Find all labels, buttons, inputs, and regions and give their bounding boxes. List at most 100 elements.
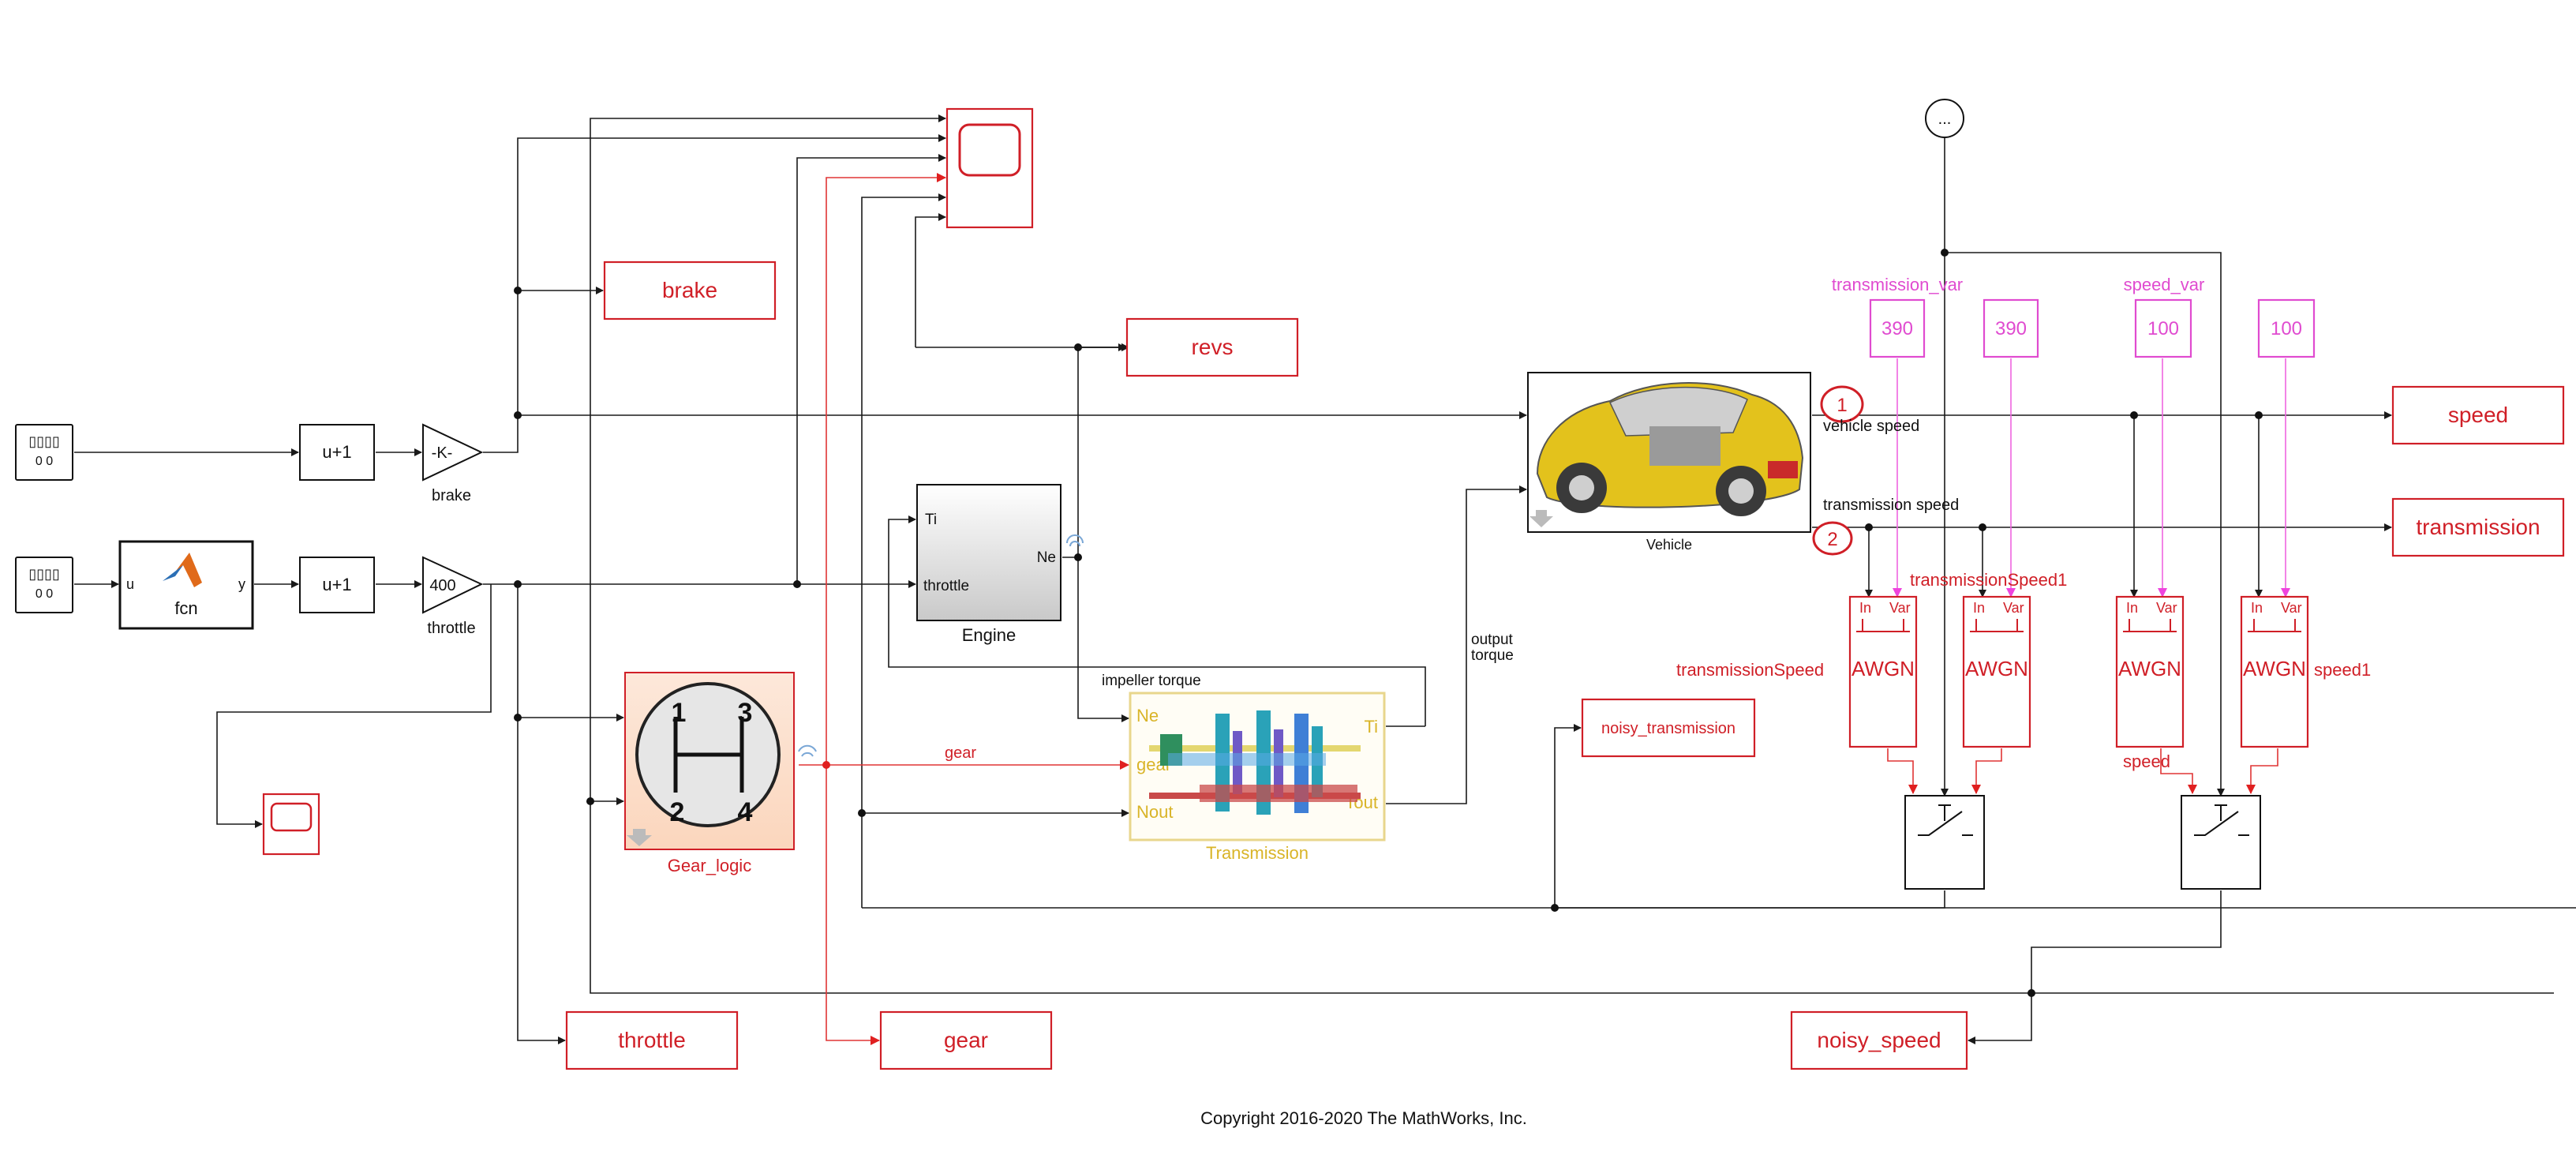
throttle-gain-label: throttle [427,620,475,637]
junction-dots [514,249,2263,997]
outport-2-number: 2 [1827,529,1837,550]
brake-gain-label: brake [432,487,471,504]
goto-noisy-speed-label: noisy_speed [1817,1028,1941,1052]
fcn-output-port: y [238,576,245,592]
constant-3-value: 100 [2147,318,2179,339]
signal-builder-2[interactable]: ▯▯▯▯ 0 0 [15,557,73,613]
gear-signal-lines [799,173,1129,1045]
variance-lines [1893,358,2290,598]
signal-label-transmissionSpeed: transmissionSpeed [1676,660,1824,680]
throttle-gain[interactable]: 400 throttle [422,556,484,637]
bias-block-2[interactable]: u+1 [299,557,375,613]
constant-speed-var-2[interactable]: 100 [2257,298,2316,358]
goto-noisy-transmission[interactable]: noisy_transmission [1581,698,1756,758]
goto-gear[interactable]: gear [879,1010,1053,1070]
fcn-block[interactable]: u y fcn [118,540,254,630]
bias-block-1[interactable]: u+1 [299,424,375,481]
engine-port-ti: Ti [925,512,937,528]
transmission-port-ne: Ne [1136,706,1159,725]
awgn-1-port-in: In [1859,600,1871,616]
main-scope[interactable] [945,107,1034,229]
signal-label-output-torque-2: torque [1471,647,1514,664]
constant-transmission-var-label: transmission_var [1832,275,1963,294]
shift-gear-4: 4 [738,797,753,827]
awgn-4-port-var: Var [2281,600,2302,616]
signal-builder-1-sub: 0 0 [36,455,53,468]
constant-transmission-var-2[interactable]: 390 [1983,298,2039,358]
transmission-port-ti: Ti [1364,717,1378,737]
awgn-4-label: AWGN [2243,657,2306,680]
vehicle-subsystem[interactable]: Vehicle [1527,372,1811,553]
constant-2-value: 390 [1995,318,2027,339]
goto-noisy-speed[interactable]: noisy_speed [1790,1010,1968,1070]
goto-transmission-label: transmission [2416,515,2540,539]
awgn-block-3[interactable]: In Var AWGN [2115,595,2185,748]
engine-subsystem[interactable]: Ti throttle Ne Engine [916,484,1061,645]
merge-block[interactable]: ... [1925,99,1964,138]
engine-port-ne: Ne [1037,549,1056,566]
shift-gear-1: 1 [672,698,687,728]
engine-port-throttle: throttle [923,578,969,594]
car-cutaway-image [1536,382,1804,516]
signal-builder-2-icon: ▯▯▯▯ [28,566,60,582]
brake-gain-value: -K- [432,444,453,462]
signal-builder-1-icon: ▯▯▯▯ [28,433,60,449]
signal-label-speed: speed [2123,752,2170,771]
awgn-block-4[interactable]: In Var AWGN [2240,595,2309,748]
transmission-port-nout: Nout [1136,802,1173,822]
transmission-label: Transmission [1206,843,1309,863]
bias-block-2-text: u+1 [322,575,351,594]
goto-revs[interactable]: revs [1125,317,1299,377]
goto-noisy-transmission-label: noisy_transmission [1601,720,1735,737]
gear-logic-subsystem[interactable]: 1 3 2 4 Gear_logic [624,672,795,875]
awgn-output-lines [1887,748,2278,794]
constant-speed-var-1[interactable]: 100 [2134,298,2192,358]
switch-1-icon [1918,804,1973,836]
gear-logic-wifi-icon [798,744,817,757]
outport-1[interactable]: 1 [1820,385,1864,423]
multiport-switch-1[interactable] [1904,795,1985,890]
copyright-text: Copyright 2016-2020 The MathWorks, Inc. [1200,1108,1527,1128]
brake-gain[interactable]: -K- brake [422,423,484,504]
goto-transmission[interactable]: transmission [2391,497,2565,557]
outport-2[interactable]: 2 [1812,521,1853,556]
signal-label-transmission-speed: transmission speed [1823,497,1959,514]
engine-label: Engine [962,625,1017,645]
awgn-4-port-in: In [2251,600,2263,616]
transmission-subsystem[interactable]: Ne gear Nout Ti Tout Transmission [1129,692,1386,863]
awgn-1-port-var: Var [1889,600,1911,616]
merge-block-label: ... [1938,111,1952,128]
vehicle-label: Vehicle [1646,537,1692,553]
goto-throttle-label: throttle [618,1028,686,1052]
awgn-3-port-in: In [2126,600,2138,616]
outport-1-number: 1 [1837,395,1847,416]
goto-brake[interactable]: brake [603,261,777,320]
goto-throttle[interactable]: throttle [565,1010,739,1070]
signal-label-gear: gear [945,744,976,762]
awgn-1-label: AWGN [1852,657,1915,680]
awgn-block-2[interactable]: In Var AWGN [1962,595,2031,748]
awgn-2-label: AWGN [1965,657,2028,680]
goto-revs-label: revs [1192,335,1234,359]
vehicle-down-arrow-icon [1530,510,1553,527]
constant-transmission-var-1[interactable]: 390 [1869,298,1926,358]
shift-gear-2: 2 [670,797,685,827]
throttle-scope[interactable] [262,793,320,856]
awgn-3-port-var: Var [2156,600,2177,616]
throttle-gain-value: 400 [429,577,455,594]
signal-builder-1[interactable]: ▯▯▯▯ 0 0 [15,424,73,481]
goto-speed[interactable]: speed [2391,385,2565,445]
signal-builder-2-sub: 0 0 [36,587,53,601]
fcn-label: fcn [174,598,197,618]
shift-gear-3: 3 [738,698,753,728]
engine-wifi-icon [1066,534,1084,547]
awgn-3-label: AWGN [2118,657,2181,680]
goto-speed-label: speed [2448,403,2508,427]
signal-label-speed1: speed1 [2314,660,2371,680]
multiport-switch-2[interactable] [2181,795,2261,890]
goto-gear-label: gear [944,1028,988,1052]
fcn-input-port: u [126,576,134,592]
awgn-block-1[interactable]: In Var AWGN [1848,595,1918,748]
signal-label-vehicle-speed: vehicle speed [1823,418,1919,435]
